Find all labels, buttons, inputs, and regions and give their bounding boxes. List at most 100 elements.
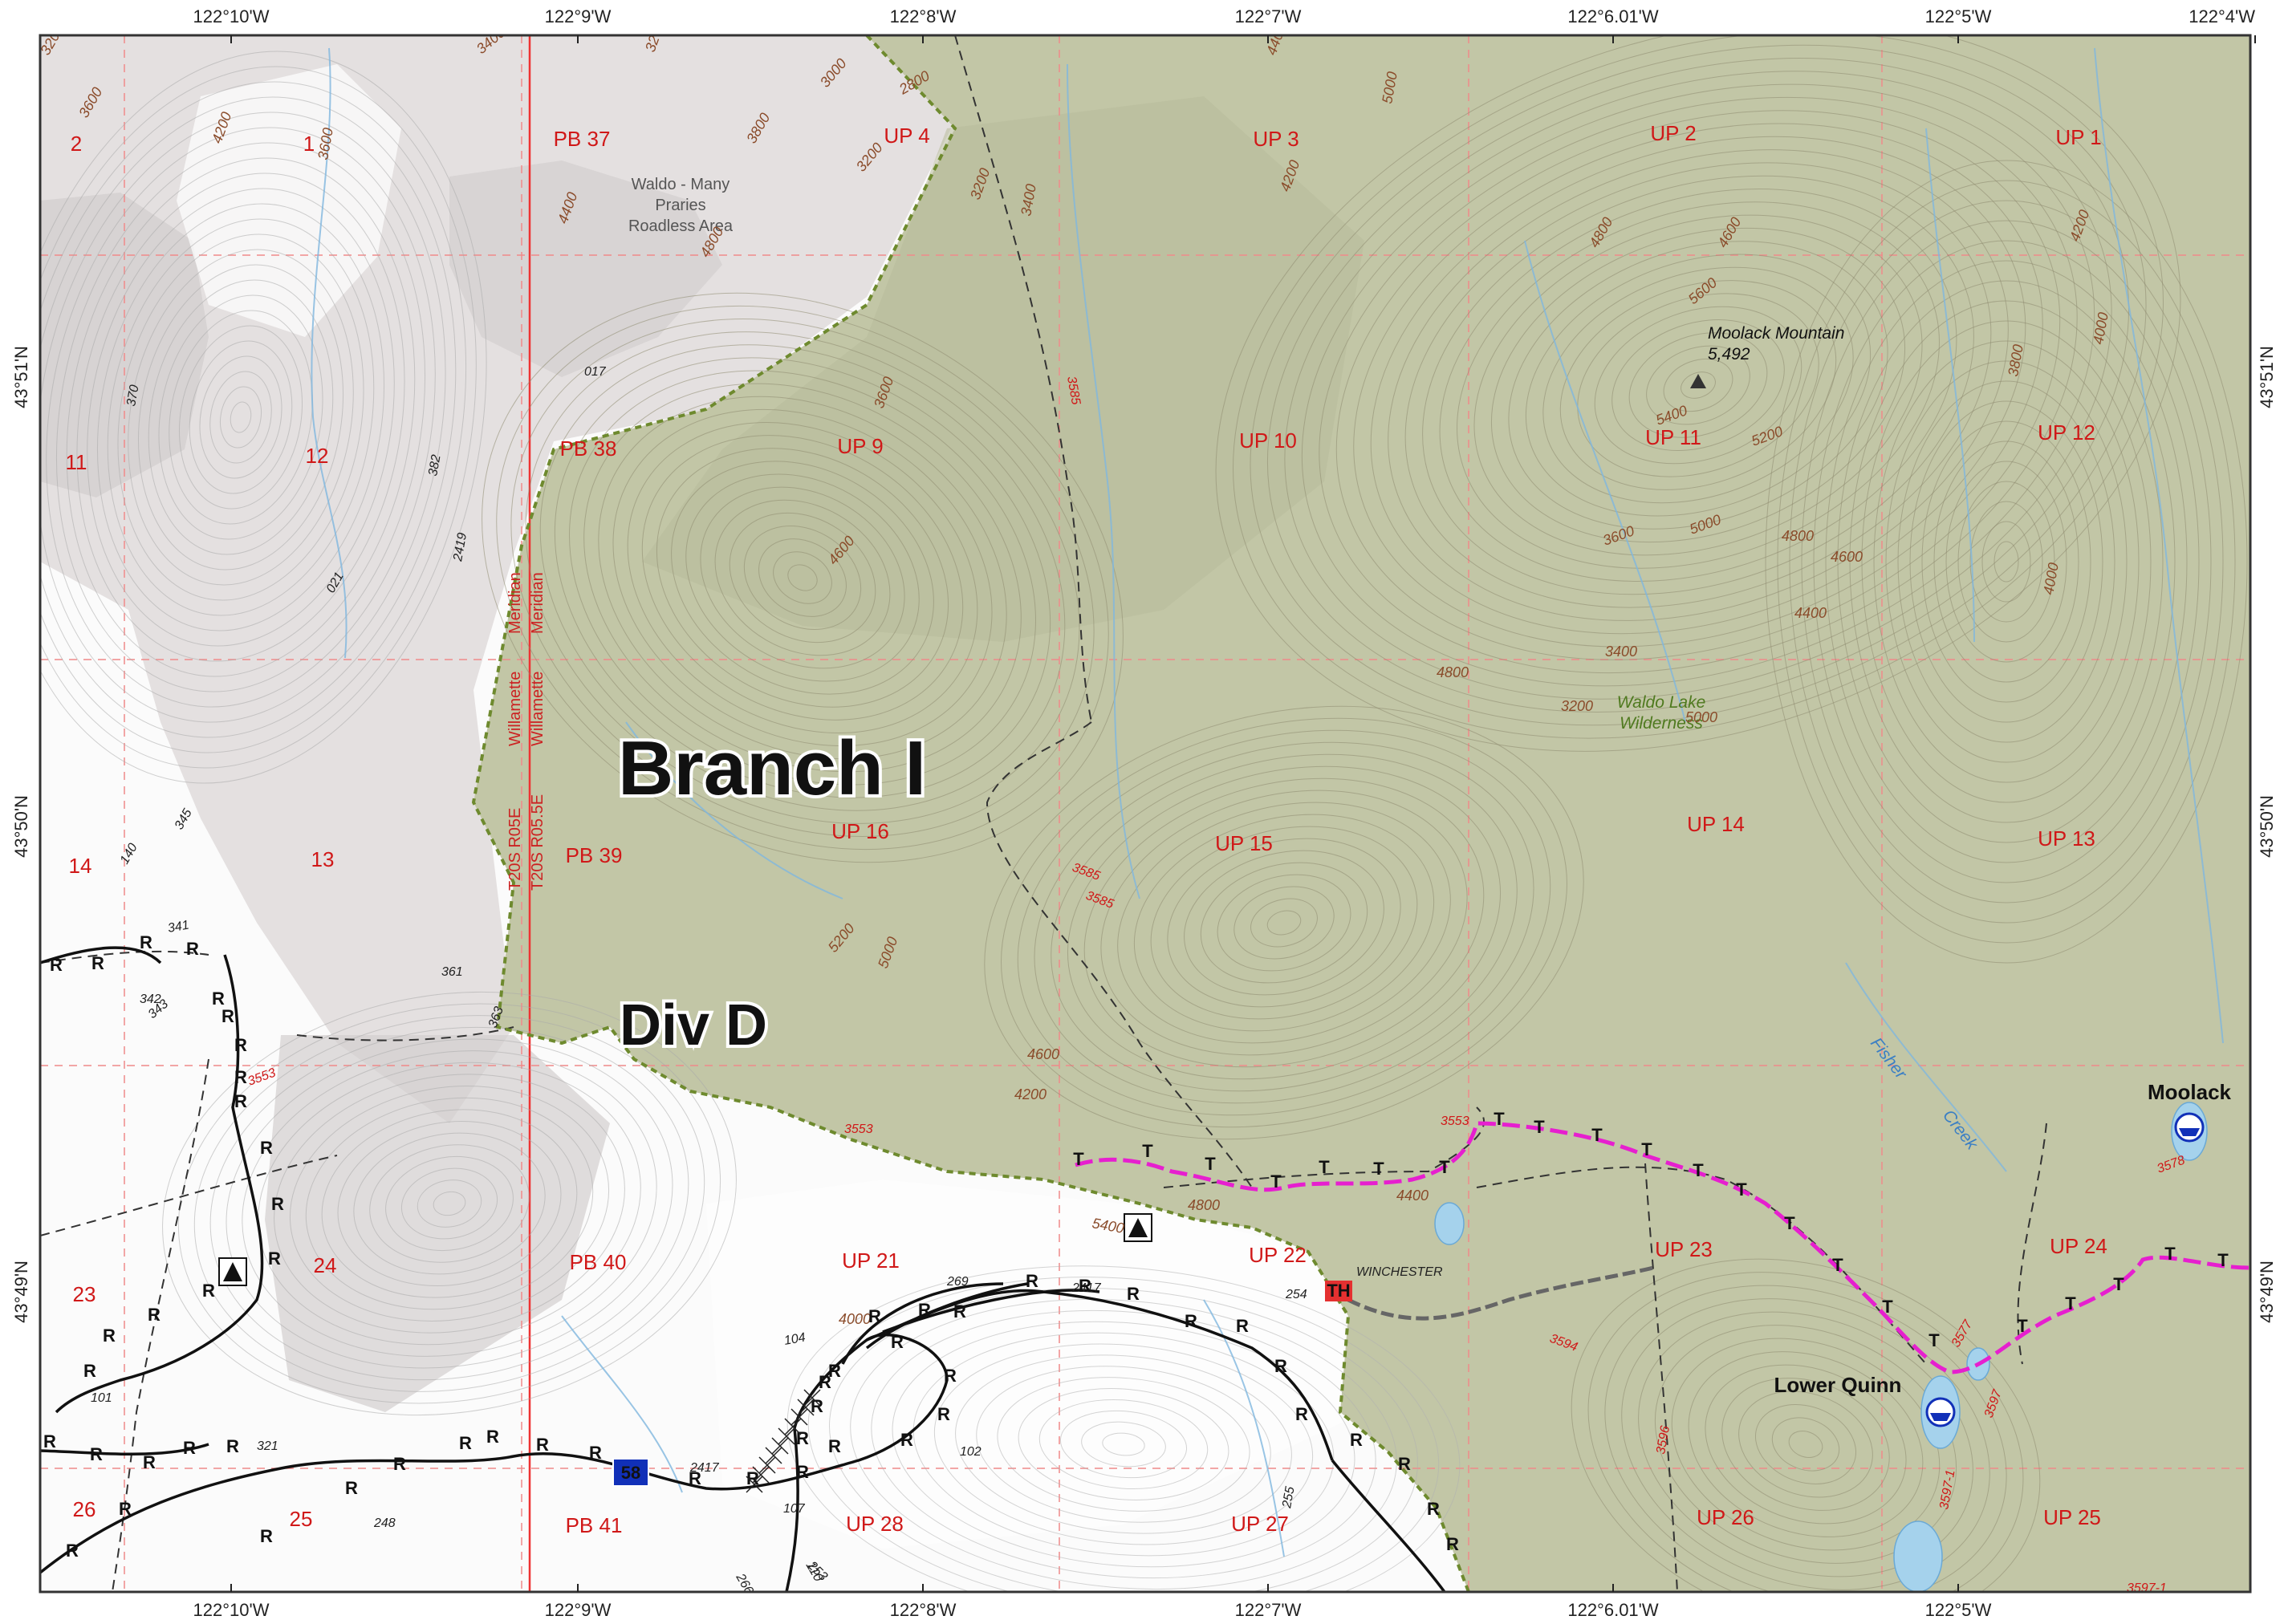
road-marker: R xyxy=(186,939,199,959)
trail-marker: T xyxy=(2017,1316,2028,1336)
trail-marker: T xyxy=(1142,1141,1153,1161)
section-label: 14 xyxy=(69,854,92,878)
small-lake-2 xyxy=(1893,1520,1943,1592)
section-label: UP 26 xyxy=(1697,1505,1754,1529)
bottom-longitude-tick: 122°8'W xyxy=(890,1600,957,1620)
road-marker: R xyxy=(234,1091,247,1111)
top-longitude-tick: 122°9'W xyxy=(545,6,612,26)
section-label: UP 15 xyxy=(1215,831,1273,855)
road-marker: R xyxy=(271,1194,284,1214)
road-marker: R xyxy=(90,1444,103,1464)
campground-lake-icon xyxy=(1925,1397,1956,1427)
road-marker: R xyxy=(345,1478,358,1498)
highway-shield-number: 58 xyxy=(621,1463,640,1483)
road-marker: R xyxy=(183,1438,196,1458)
magenta-trail xyxy=(1075,1121,2250,1374)
trail-marker: T xyxy=(1736,1179,1747,1200)
small-lake-1 xyxy=(1434,1202,1465,1245)
wilderness-relief xyxy=(642,96,1364,642)
road-marker: R xyxy=(393,1454,406,1474)
road-marker: R xyxy=(891,1332,904,1352)
road-number: 254 xyxy=(1285,1288,1307,1301)
road-marker: R xyxy=(459,1433,472,1453)
section-label: PB 39 xyxy=(566,843,623,867)
trail-marker: T xyxy=(2217,1250,2229,1270)
road-marker: R xyxy=(212,989,225,1009)
section-label: 2 xyxy=(71,132,82,156)
section-label: UP 2 xyxy=(1650,121,1696,145)
section-label: UP 3 xyxy=(1253,127,1299,151)
road-marker: R xyxy=(234,1035,247,1055)
road-marker: R xyxy=(83,1361,96,1381)
road-marker: R xyxy=(900,1430,913,1450)
road-marker: R xyxy=(1026,1271,1038,1291)
road-number: 104 xyxy=(783,1331,807,1348)
bottom-longitude-tick: 122°7'W xyxy=(1235,1600,1302,1620)
road-marker: R xyxy=(1398,1454,1411,1474)
section-label: 1 xyxy=(303,132,315,156)
contour-label: 4600 xyxy=(1027,1046,1059,1062)
road-number: 361 xyxy=(441,965,463,979)
section-label: 24 xyxy=(314,1253,337,1277)
road-marker: R xyxy=(1127,1284,1140,1304)
meridian-label-4: Meridian xyxy=(529,572,547,634)
section-label: UP 11 xyxy=(1645,425,1701,449)
peak-name: Moolack Mountain xyxy=(1708,324,1844,343)
section-label: UP 4 xyxy=(884,124,929,148)
highway-58 xyxy=(40,1333,949,1574)
road-marker: R xyxy=(868,1306,881,1326)
right-latitude-tick: 43°50'N xyxy=(2257,795,2277,858)
lake-label-0: Moolack xyxy=(2148,1080,2232,1104)
road-marker: R xyxy=(1350,1430,1363,1450)
map-frame xyxy=(39,34,2252,1594)
roadless-label-line3: Roadless Area xyxy=(628,217,734,235)
trail-marker: T xyxy=(1534,1117,1545,1137)
top-longitude-tick: 122°4'W xyxy=(2189,6,2255,26)
left-latitude-tick: 43°51'N xyxy=(11,346,31,408)
highway-shield-icon: 58 xyxy=(612,1458,649,1487)
contour-label: 4800 xyxy=(1782,528,1814,544)
road-marker: R xyxy=(91,953,104,973)
road-marker: R xyxy=(1236,1316,1249,1336)
road-marker: R xyxy=(103,1326,116,1346)
road-number: 342 xyxy=(140,993,161,1006)
road-number: 341 xyxy=(167,919,190,936)
road-marker: R xyxy=(119,1499,132,1519)
trail-marker: T xyxy=(1693,1160,1704,1180)
road-marker: R xyxy=(50,955,63,975)
road-marker: R xyxy=(66,1541,79,1561)
meridian-label-3: Willamette xyxy=(529,672,547,746)
section-label: UP 13 xyxy=(2038,826,2095,851)
road-marker: R xyxy=(143,1452,156,1472)
right-latitude-tick: 43°51'N xyxy=(2257,346,2277,408)
red-road-number: 3553 xyxy=(1441,1114,1469,1128)
trail-marker: T xyxy=(1494,1109,1505,1129)
subdivision-label: Div D xyxy=(620,993,767,1058)
trail-marker: T xyxy=(1832,1255,1843,1275)
trail-marker: T xyxy=(1073,1149,1084,1169)
trail-marker: T xyxy=(1205,1154,1216,1174)
section-label: UP 12 xyxy=(2038,420,2095,445)
road-marker: R xyxy=(944,1366,957,1386)
road-number: 269 xyxy=(946,1275,969,1289)
wilderness-label-line2: Wilderness xyxy=(1620,714,1703,733)
top-longitude-tick: 122°6.01'W xyxy=(1567,6,1659,26)
road-marker: R xyxy=(796,1462,809,1482)
section-label: UP 25 xyxy=(2043,1505,2101,1529)
section-label: 26 xyxy=(73,1497,96,1521)
section-label: PB 38 xyxy=(560,436,617,461)
road-marker: R xyxy=(43,1431,56,1451)
contour-label: 4000 xyxy=(839,1311,871,1327)
trailhead-icon xyxy=(1325,1281,1352,1301)
trail-marker: T xyxy=(1319,1157,1330,1177)
road-marker: R xyxy=(226,1436,239,1456)
road-number: 2417 xyxy=(689,1461,720,1475)
red-road-number: 3585 xyxy=(1064,376,1083,406)
section-label: UP 22 xyxy=(1249,1243,1307,1267)
road-marker: R xyxy=(589,1443,602,1463)
left-latitude-tick: 43°50'N xyxy=(11,795,31,858)
top-longitude-tick: 122°7'W xyxy=(1235,6,1302,26)
